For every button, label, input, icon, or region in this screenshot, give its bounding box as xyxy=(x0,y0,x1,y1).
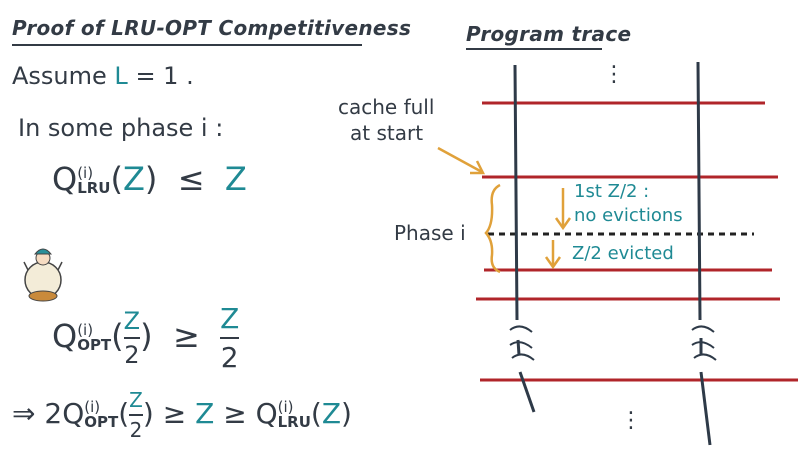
open-paren: ( xyxy=(111,317,124,355)
opt-subscript: OPT xyxy=(84,413,119,431)
trace-title: Program trace xyxy=(466,22,632,46)
q-symbol: Q xyxy=(52,317,78,355)
open-paren: ( xyxy=(110,160,123,198)
open-paren: ( xyxy=(118,397,130,430)
phase-label: Phase i xyxy=(394,221,466,245)
open-paren: ( xyxy=(310,397,322,430)
break-mark xyxy=(693,353,717,361)
break-mark xyxy=(509,325,533,349)
close-paren: ) xyxy=(142,397,154,430)
z-variable: Z xyxy=(224,160,247,198)
opt-subscript: OPT xyxy=(77,336,112,354)
trace-title-underline xyxy=(466,48,602,50)
cache-note: cache full at start xyxy=(338,94,434,146)
assume-equals: = 1 . xyxy=(135,62,194,90)
first-half-note: 1st Z/2 : no evictions xyxy=(574,180,683,228)
no-evictions-label: no evictions xyxy=(574,205,683,226)
phase-superscript: (i) xyxy=(84,398,101,416)
trace-ellipsis-bottom: ⋮ xyxy=(620,408,642,433)
proof-title-underline xyxy=(12,44,362,46)
coefficient: 2 xyxy=(44,397,63,430)
phase-superscript: (i) xyxy=(277,398,294,416)
close-paren: ) xyxy=(140,317,153,355)
z-variable: Z xyxy=(195,397,215,430)
trace-ellipsis-top: ⋮ xyxy=(603,62,625,87)
q-symbol: Q xyxy=(52,160,78,198)
trace-vertical-left xyxy=(513,64,536,413)
geq-symbol: ≥ xyxy=(172,317,200,355)
evicted-note: Z/2 evicted xyxy=(572,243,674,264)
lru-bound-formula: Q (i) LRU (Z) ≤ Z xyxy=(52,160,247,198)
close-paren: ) xyxy=(341,397,352,430)
phase-superscript: (i) xyxy=(77,321,94,339)
cache-note-line-1: cache full xyxy=(338,95,435,119)
phase-statement: In some phase i : xyxy=(18,114,224,142)
assume-text: Assume xyxy=(12,62,115,90)
first-half-label: 1st Z/2 : xyxy=(574,181,650,202)
phase-superscript: (i) xyxy=(77,164,94,182)
assume-variable: L xyxy=(114,62,128,90)
break-mark xyxy=(511,353,535,361)
implies-symbol: ⇒ xyxy=(12,397,36,430)
lru-subscript: LRU xyxy=(277,413,311,431)
trace-vertical-right xyxy=(696,61,712,446)
cache-note-arrow xyxy=(437,146,483,174)
z-variable: Z xyxy=(122,160,145,198)
cache-note-line-2: at start xyxy=(350,121,424,145)
leq-symbol: ≤ xyxy=(177,160,205,198)
z-variable: Z xyxy=(321,397,342,430)
phase-brace xyxy=(484,183,501,274)
geq-symbol: ≥ xyxy=(162,397,187,430)
assumption-line: Assume L = 1 . xyxy=(12,62,194,90)
q-symbol: Q xyxy=(255,397,278,430)
break-mark xyxy=(691,325,715,349)
proof-title: Proof of LRU-OPT Competitiveness xyxy=(12,16,412,40)
q-symbol: Q xyxy=(62,397,85,430)
lru-subscript: LRU xyxy=(77,179,111,197)
geq-symbol: ≥ xyxy=(223,397,247,430)
close-paren: ) xyxy=(144,160,158,198)
